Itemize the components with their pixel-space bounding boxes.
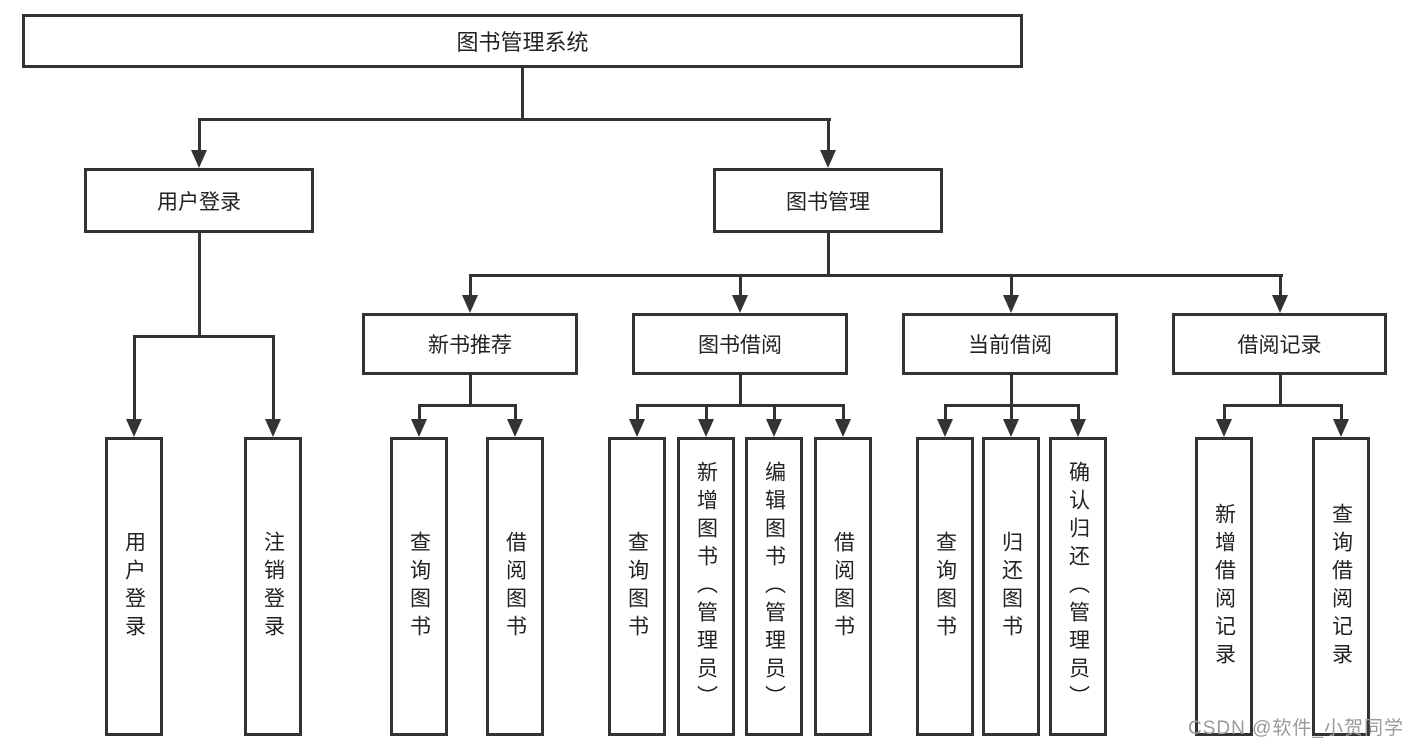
arrow-down-icon [937,419,953,437]
leaf-label: 归还图书 [999,530,1023,643]
connector-line [198,118,201,152]
leaf-label: 借阅图书 [503,530,527,643]
connector-line [739,274,742,298]
arrow-down-icon [191,150,207,168]
connector-line [1010,274,1013,298]
connector-line [418,404,421,421]
connector-line [773,404,776,421]
connector-line [827,231,830,277]
arrow-down-icon [411,419,427,437]
connector-line [198,231,201,338]
connector-line [827,118,830,152]
arrow-down-icon [1070,419,1086,437]
leaf-add-books-admin: 新增图书（管理员） [677,437,735,736]
connector-line [636,404,845,407]
leaf-query-books-recommend: 查询图书 [390,437,448,736]
leaf-borrow-books: 借阅图书 [814,437,872,736]
leaf-label: 编辑图书（管理员） [762,460,786,713]
connector-line [1279,373,1282,406]
leaf-label: 新增图书（管理员） [694,460,718,713]
arrow-down-icon [462,295,478,313]
leaf-borrow-books-recommend: 借阅图书 [486,437,544,736]
connector-line [198,118,831,121]
leaf-label: 新增借阅记录 [1212,502,1236,671]
leaf-confirm-return-admin: 确认归还（管理员） [1049,437,1107,736]
arrow-down-icon [1216,419,1232,437]
leaf-label: 借阅图书 [831,530,855,643]
connector-line [469,274,472,298]
leaf-query-books-borrow: 查询图书 [608,437,666,736]
connector-line [1010,373,1013,406]
leaf-label: 注销登录 [261,530,285,643]
connector-line [1223,404,1226,421]
arrow-down-icon [766,419,782,437]
node-book-borrowing: 图书借阅 [632,313,848,375]
connector-line [842,404,845,421]
connector-line [944,404,947,421]
arrow-down-icon [507,419,523,437]
leaf-edit-books-admin: 编辑图书（管理员） [745,437,803,736]
node-book-management: 图书管理 [713,168,943,233]
arrow-down-icon [820,150,836,168]
arrow-down-icon [265,419,281,437]
leaf-add-borrow-record: 新增借阅记录 [1195,437,1253,736]
arrow-down-icon [629,419,645,437]
connector-line [418,404,517,407]
node-library-management-system: 图书管理系统 [22,14,1023,68]
arrow-down-icon [698,419,714,437]
connector-line [1279,274,1282,298]
connector-line [272,335,275,421]
node-new-book-recommend: 新书推荐 [362,313,578,375]
arrow-down-icon [126,419,142,437]
leaf-label: 用户登录 [122,530,146,643]
connector-line [514,404,517,421]
connector-line [133,335,136,421]
connector-line [636,404,639,421]
node-borrowing-records: 借阅记录 [1172,313,1387,375]
leaf-query-borrow-record: 查询借阅记录 [1312,437,1370,736]
arrow-down-icon [1003,419,1019,437]
leaf-label: 查询图书 [933,530,957,643]
leaf-query-books-current: 查询图书 [916,437,974,736]
arrow-down-icon [1003,295,1019,313]
node-current-borrowing: 当前借阅 [902,313,1118,375]
connector-line [1077,404,1080,421]
connector-line [1010,404,1013,421]
leaf-logout: 注销登录 [244,437,302,736]
connector-line [133,335,275,338]
arrow-down-icon [835,419,851,437]
node-user-login: 用户登录 [84,168,314,233]
connector-line [469,373,472,406]
connector-line [1340,404,1343,421]
arrow-down-icon [1272,295,1288,313]
connector-line [739,373,742,406]
leaf-return-books: 归还图书 [982,437,1040,736]
leaf-label: 查询借阅记录 [1329,502,1353,671]
arrow-down-icon [732,295,748,313]
connector-line [705,404,708,421]
csdn-watermark: CSDN @软件_小贺同学 [1188,718,1404,739]
leaf-label: 查询图书 [407,530,431,643]
connector-line [521,66,524,120]
leaf-user-login: 用户登录 [105,437,163,736]
leaf-label: 查询图书 [625,530,649,643]
arrow-down-icon [1333,419,1349,437]
connector-line [469,274,1283,277]
leaf-label: 确认归还（管理员） [1066,460,1090,713]
connector-line [1223,404,1343,407]
